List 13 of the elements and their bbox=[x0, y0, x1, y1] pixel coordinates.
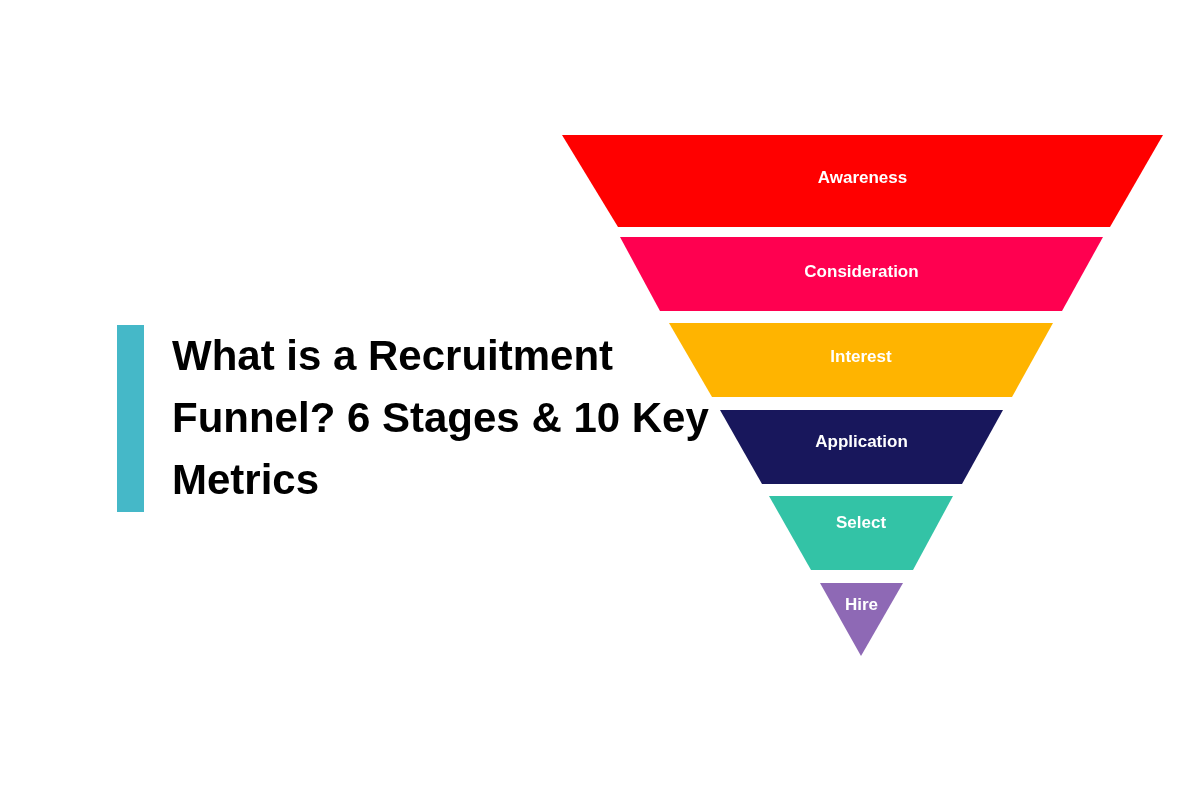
stage-label: Application bbox=[814, 432, 909, 452]
funnel-stage bbox=[720, 410, 1003, 484]
funnel-stage bbox=[820, 583, 903, 656]
stage-label: Select bbox=[834, 513, 888, 533]
funnel-stage bbox=[669, 323, 1053, 397]
stage-label: Hire bbox=[843, 595, 880, 615]
funnel-stage bbox=[769, 496, 953, 570]
stage-label: Interest bbox=[829, 347, 893, 367]
stage-label: Consideration bbox=[803, 262, 920, 282]
funnel-stage bbox=[620, 237, 1103, 311]
funnel-stage bbox=[562, 135, 1163, 227]
title: What is a Recruitment Funnel? 6 Stages & 10 Key Metrics bbox=[172, 331, 710, 505]
stage-label: Awareness bbox=[816, 168, 909, 188]
